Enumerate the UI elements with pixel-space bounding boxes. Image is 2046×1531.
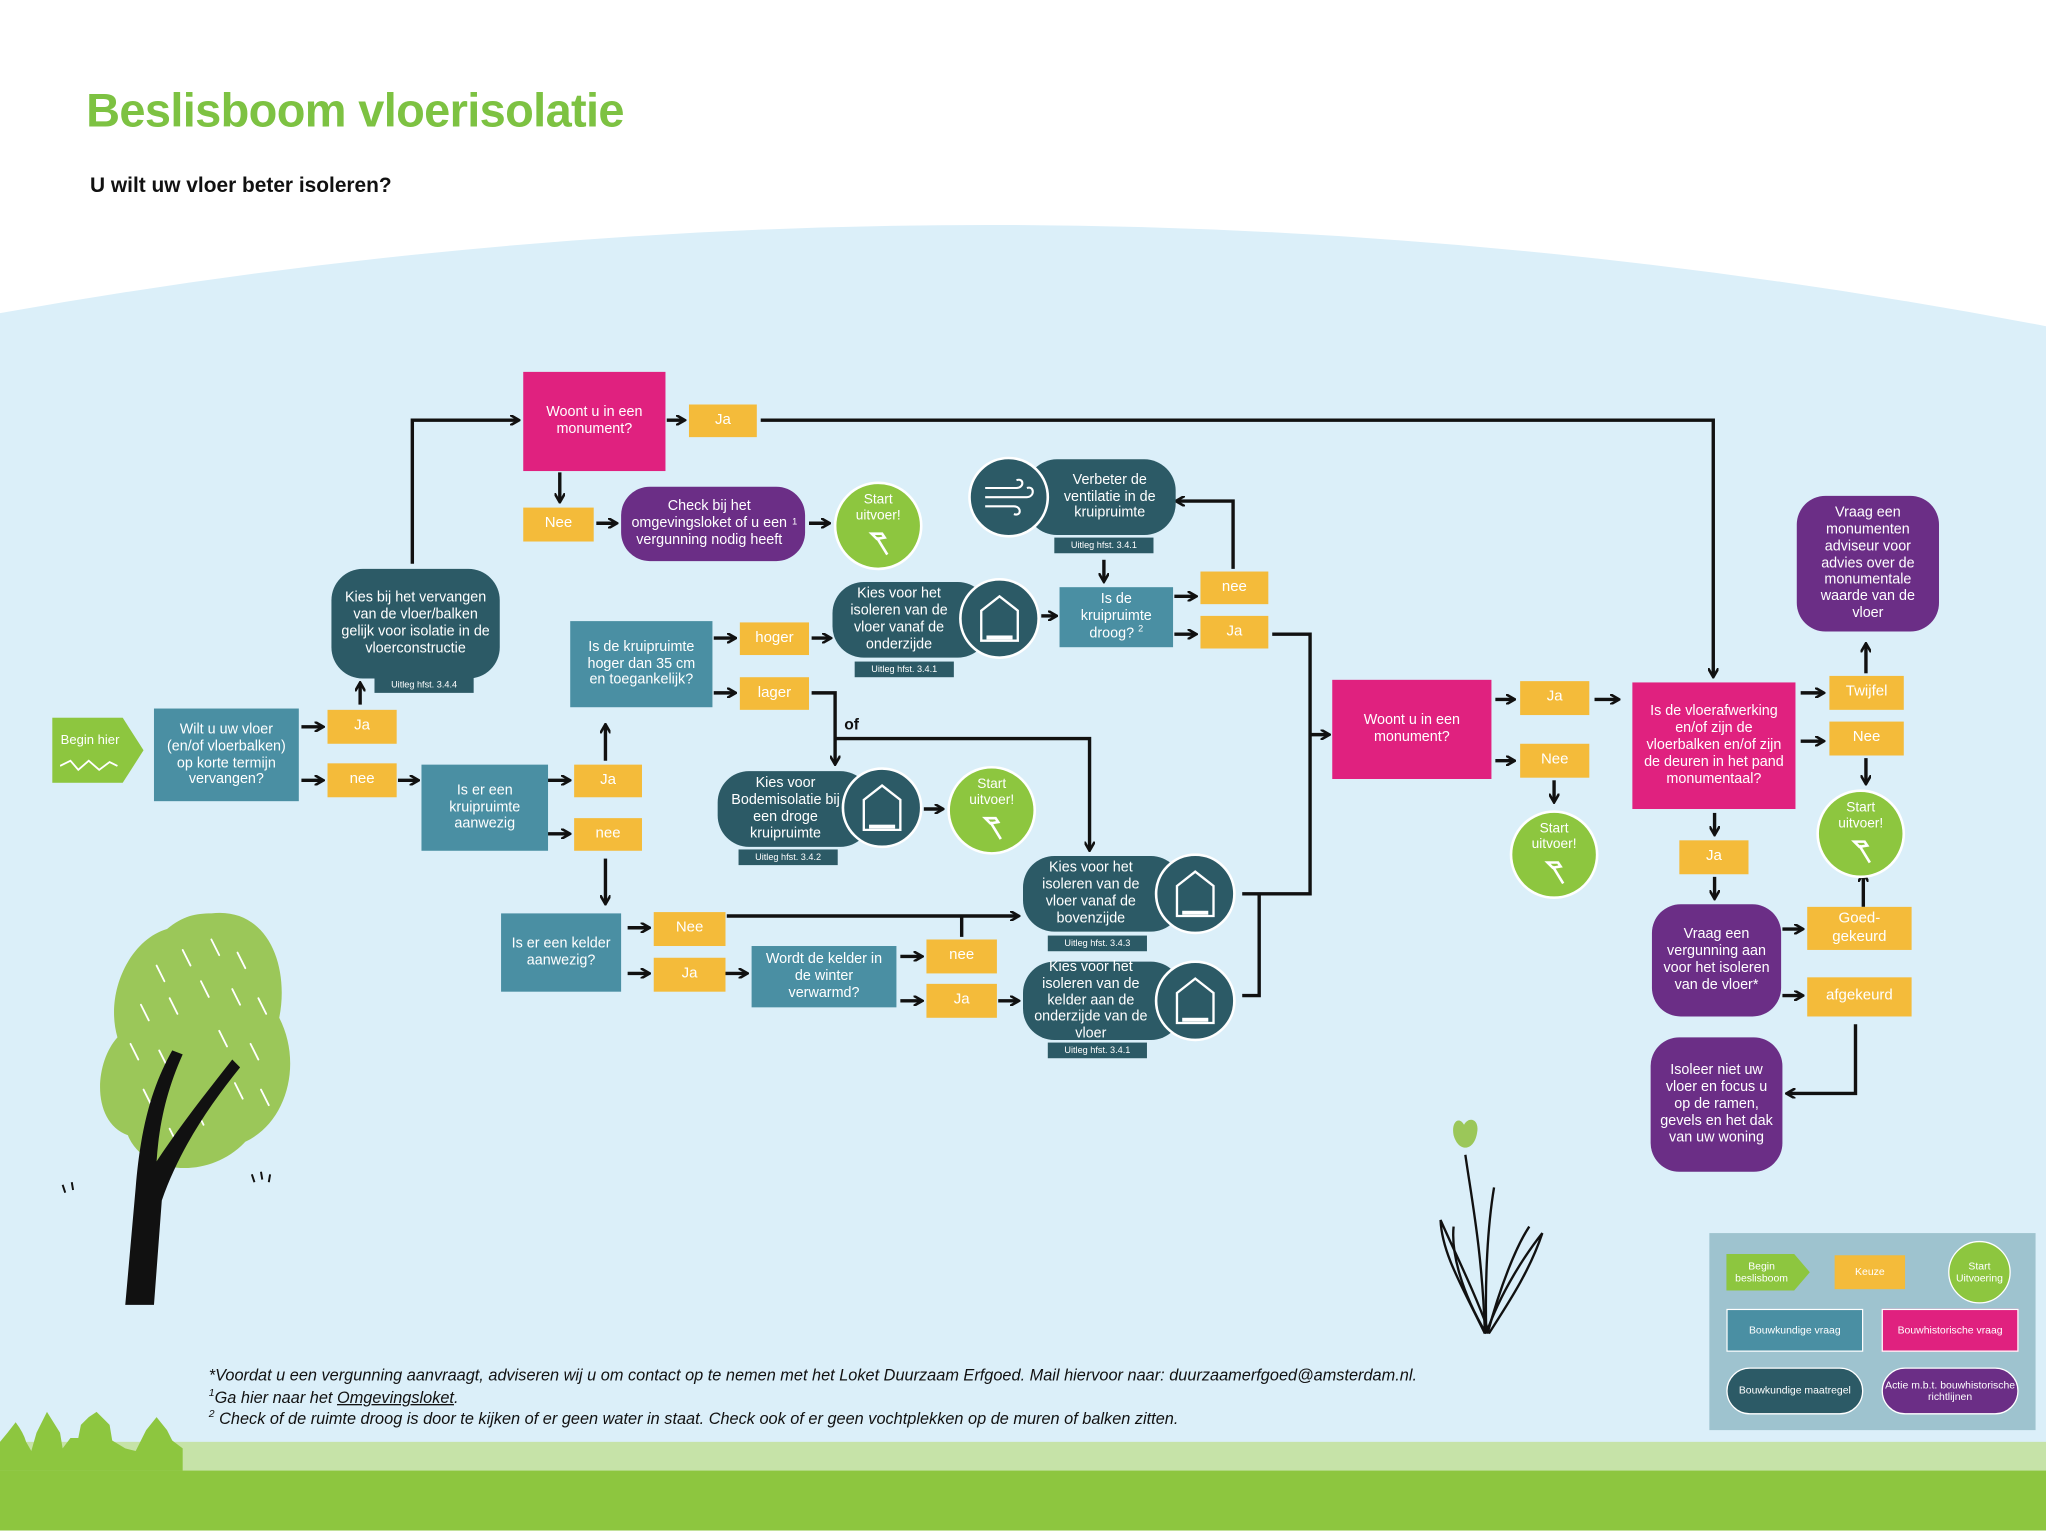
question-verwarmd: Wordt de kelder in de winter verwarmd? <box>751 946 897 1008</box>
choice-hoger[interactable]: hoger <box>739 622 810 656</box>
question-hoogte: Is de kruipruimte hoger dan 35 cm en toe… <box>570 621 713 708</box>
begin-label: Begin hier <box>60 733 120 748</box>
ref-344: Uitleg hfst. 3.4.4 <box>374 677 474 693</box>
heritage-question-afwerking: Is de vloerafwerking en/of zijn de vloer… <box>1632 682 1796 810</box>
legend-keuze: Keuze <box>1834 1255 1906 1290</box>
wind-icon <box>968 456 1050 538</box>
choice-nee-verwarmd[interactable]: nee <box>926 939 997 974</box>
ref-343: Uitleg hfst. 3.4.3 <box>1047 935 1147 952</box>
choice-nee-monument-1[interactable]: Nee <box>523 507 594 542</box>
choice-goedgekeurd[interactable]: Goed-gekeurd <box>1807 906 1912 950</box>
hammer-icon <box>982 817 1002 841</box>
heritage-question-monument-1: Woont u in een monument? <box>523 371 666 472</box>
legend-actie: Actie m.b.t. bouwhistorische richtlijnen <box>1881 1367 2019 1415</box>
question-kelder: Is er een kelder aanwezig? <box>501 913 622 992</box>
choice-nee-kruipruimte[interactable]: nee <box>574 818 642 851</box>
question-droog: Is de kruipruimte droog? 2 <box>1059 587 1174 648</box>
action-vergunning: Vraag een vergunning aan voor het isoler… <box>1651 904 1782 1017</box>
hammer-icon <box>868 532 889 556</box>
choice-ja-vervangen[interactable]: Ja <box>327 709 397 744</box>
footnote-2: 2 Check of de ruimte droog is door te ki… <box>208 1407 1179 1428</box>
page-subtitle: U wilt uw vloer beter isoleren? <box>90 174 392 198</box>
start-arrow-icon <box>60 759 118 772</box>
choice-nee-kelder[interactable]: Nee <box>653 912 726 947</box>
footnote-star: *Voordat u een vergunning aanvraagt, adv… <box>208 1366 1417 1385</box>
legend-bouwkundige-vraag: Bouwkundige vraag <box>1726 1308 1864 1352</box>
legend-start: Start Uitvoering <box>1948 1240 2011 1304</box>
tulip-illustration <box>1439 1154 1544 1335</box>
begin-node: Begin hier <box>52 717 144 783</box>
ref-341a: Uitleg hfst. 3.4.1 <box>854 661 954 678</box>
house-icon <box>1154 960 1236 1042</box>
choice-ja-monument-2[interactable]: Ja <box>1520 681 1590 716</box>
legend-begin: Begin beslisboom <box>1726 1253 1810 1291</box>
choice-lager[interactable]: lager <box>739 677 810 710</box>
choice-ja-monument-1[interactable]: Ja <box>688 404 757 438</box>
question-vervangen: Wilt u uw vloer (en/of vloerbalken) op k… <box>153 708 299 802</box>
choice-nee-vervangen[interactable]: nee <box>327 763 397 798</box>
choice-nee-droog[interactable]: nee <box>1200 571 1269 605</box>
hammer-icon <box>1544 861 1565 885</box>
ref-341b: Uitleg hfst. 3.4.1 <box>1054 537 1154 554</box>
hammer-icon <box>1851 840 1871 864</box>
legend-bouwkundige-maatregel: Bouwkundige maatregel <box>1726 1367 1864 1415</box>
footnote-1: 1Ga hier naar het Omgevingsloket. <box>208 1387 459 1407</box>
action-isoleer-niet: Isoleer niet uw vloer en focus u op de r… <box>1650 1037 1783 1172</box>
action-check-omgevingsloket: Check bij het omgevingsloket of u een ve… <box>621 486 806 562</box>
tree-illustration <box>61 912 291 1305</box>
measure-bovenzijde: Kies voor het isoleren van de vloer vana… <box>1023 855 1183 932</box>
choice-ja-kruipruimte[interactable]: Ja <box>574 764 642 798</box>
choice-ja-verwarmd[interactable]: Ja <box>926 983 997 1018</box>
page-title: Beslisboom vloerisolatie <box>86 83 624 138</box>
legend-bouwhistorische-vraag: Bouwhistorische vraag <box>1881 1308 2019 1352</box>
choice-twijfel[interactable]: Twijfel <box>1829 675 1904 710</box>
measure-kies-vervangen: Kies bij het vervangen van de vloer/balk… <box>331 568 500 679</box>
omgevingsloket-link[interactable]: Omgevingsloket <box>337 1388 454 1407</box>
ref-342: Uitleg hfst. 3.4.2 <box>738 849 838 866</box>
city-silhouette <box>0 1411 183 1471</box>
house-icon <box>1154 853 1236 935</box>
choice-ja-kelder[interactable]: Ja <box>653 957 726 992</box>
choice-ja-droog[interactable]: Ja <box>1200 615 1269 649</box>
action-monumenten-adviseur: Vraag een monumenten adviseur voor advie… <box>1796 495 1940 632</box>
choice-nee-afwerking[interactable]: Nee <box>1829 721 1904 756</box>
legend: Begin beslisboom Keuze Start Uitvoering … <box>1709 1233 2036 1431</box>
choice-nee-monument-2[interactable]: Nee <box>1520 743 1590 778</box>
heritage-question-monument-2: Woont u in een monument? <box>1332 679 1492 779</box>
measure-ventilatie: Verbeter de ventilatie in de kruipruimte <box>1025 459 1176 535</box>
house-icon <box>841 767 923 849</box>
choice-ja-afwerking[interactable]: Ja <box>1679 840 1749 875</box>
of-label: of <box>844 715 860 734</box>
house-icon <box>959 578 1040 659</box>
question-kruipruimte: Is er een kruipruimte aanwezig <box>421 764 549 851</box>
choice-afgekeurd[interactable]: afgekeurd <box>1807 977 1912 1017</box>
ref-341c: Uitleg hfst. 3.4.1 <box>1047 1042 1147 1059</box>
